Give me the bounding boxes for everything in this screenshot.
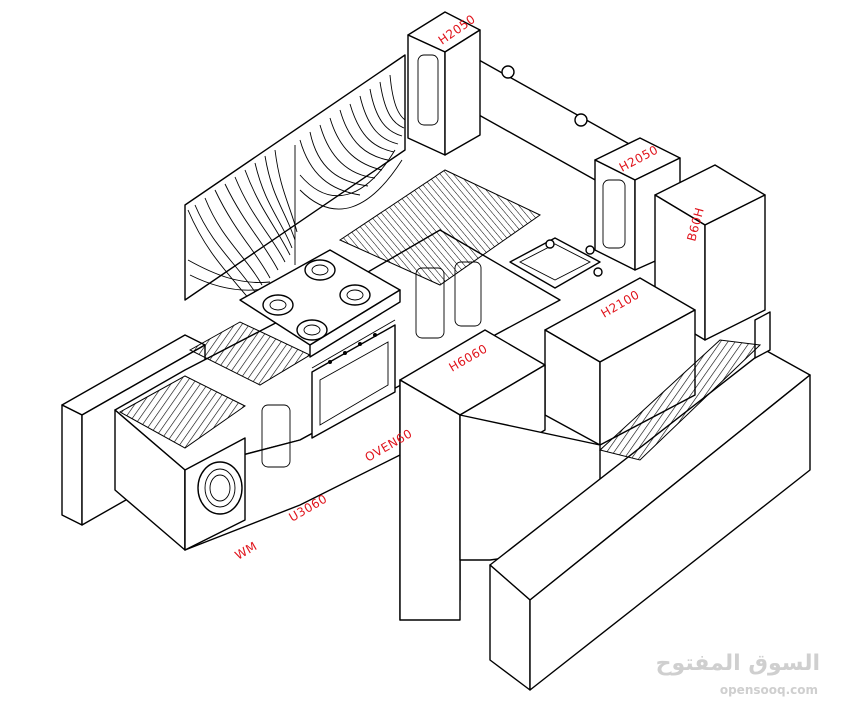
burner-3 xyxy=(296,319,328,341)
ceiling-lights xyxy=(501,65,588,127)
burner-1 xyxy=(262,294,294,316)
burner-2 xyxy=(304,259,336,281)
label-wm: WM xyxy=(233,539,260,563)
peninsula-hatch xyxy=(598,339,762,461)
watermark-arabic: السوق المفتوح xyxy=(656,651,820,676)
watermark-latin: opensooq.com xyxy=(720,683,818,697)
base-doors-left xyxy=(261,261,482,468)
washing-machine xyxy=(184,437,246,551)
wall-cabinet-h2050-top xyxy=(407,11,481,156)
cooktop xyxy=(239,249,401,358)
burner-4 xyxy=(339,284,371,306)
corner-cabinet-h2100 xyxy=(544,277,696,446)
curtain-right xyxy=(294,74,406,265)
oven xyxy=(311,319,396,439)
sink xyxy=(509,237,603,289)
peninsula-lower xyxy=(399,311,811,691)
